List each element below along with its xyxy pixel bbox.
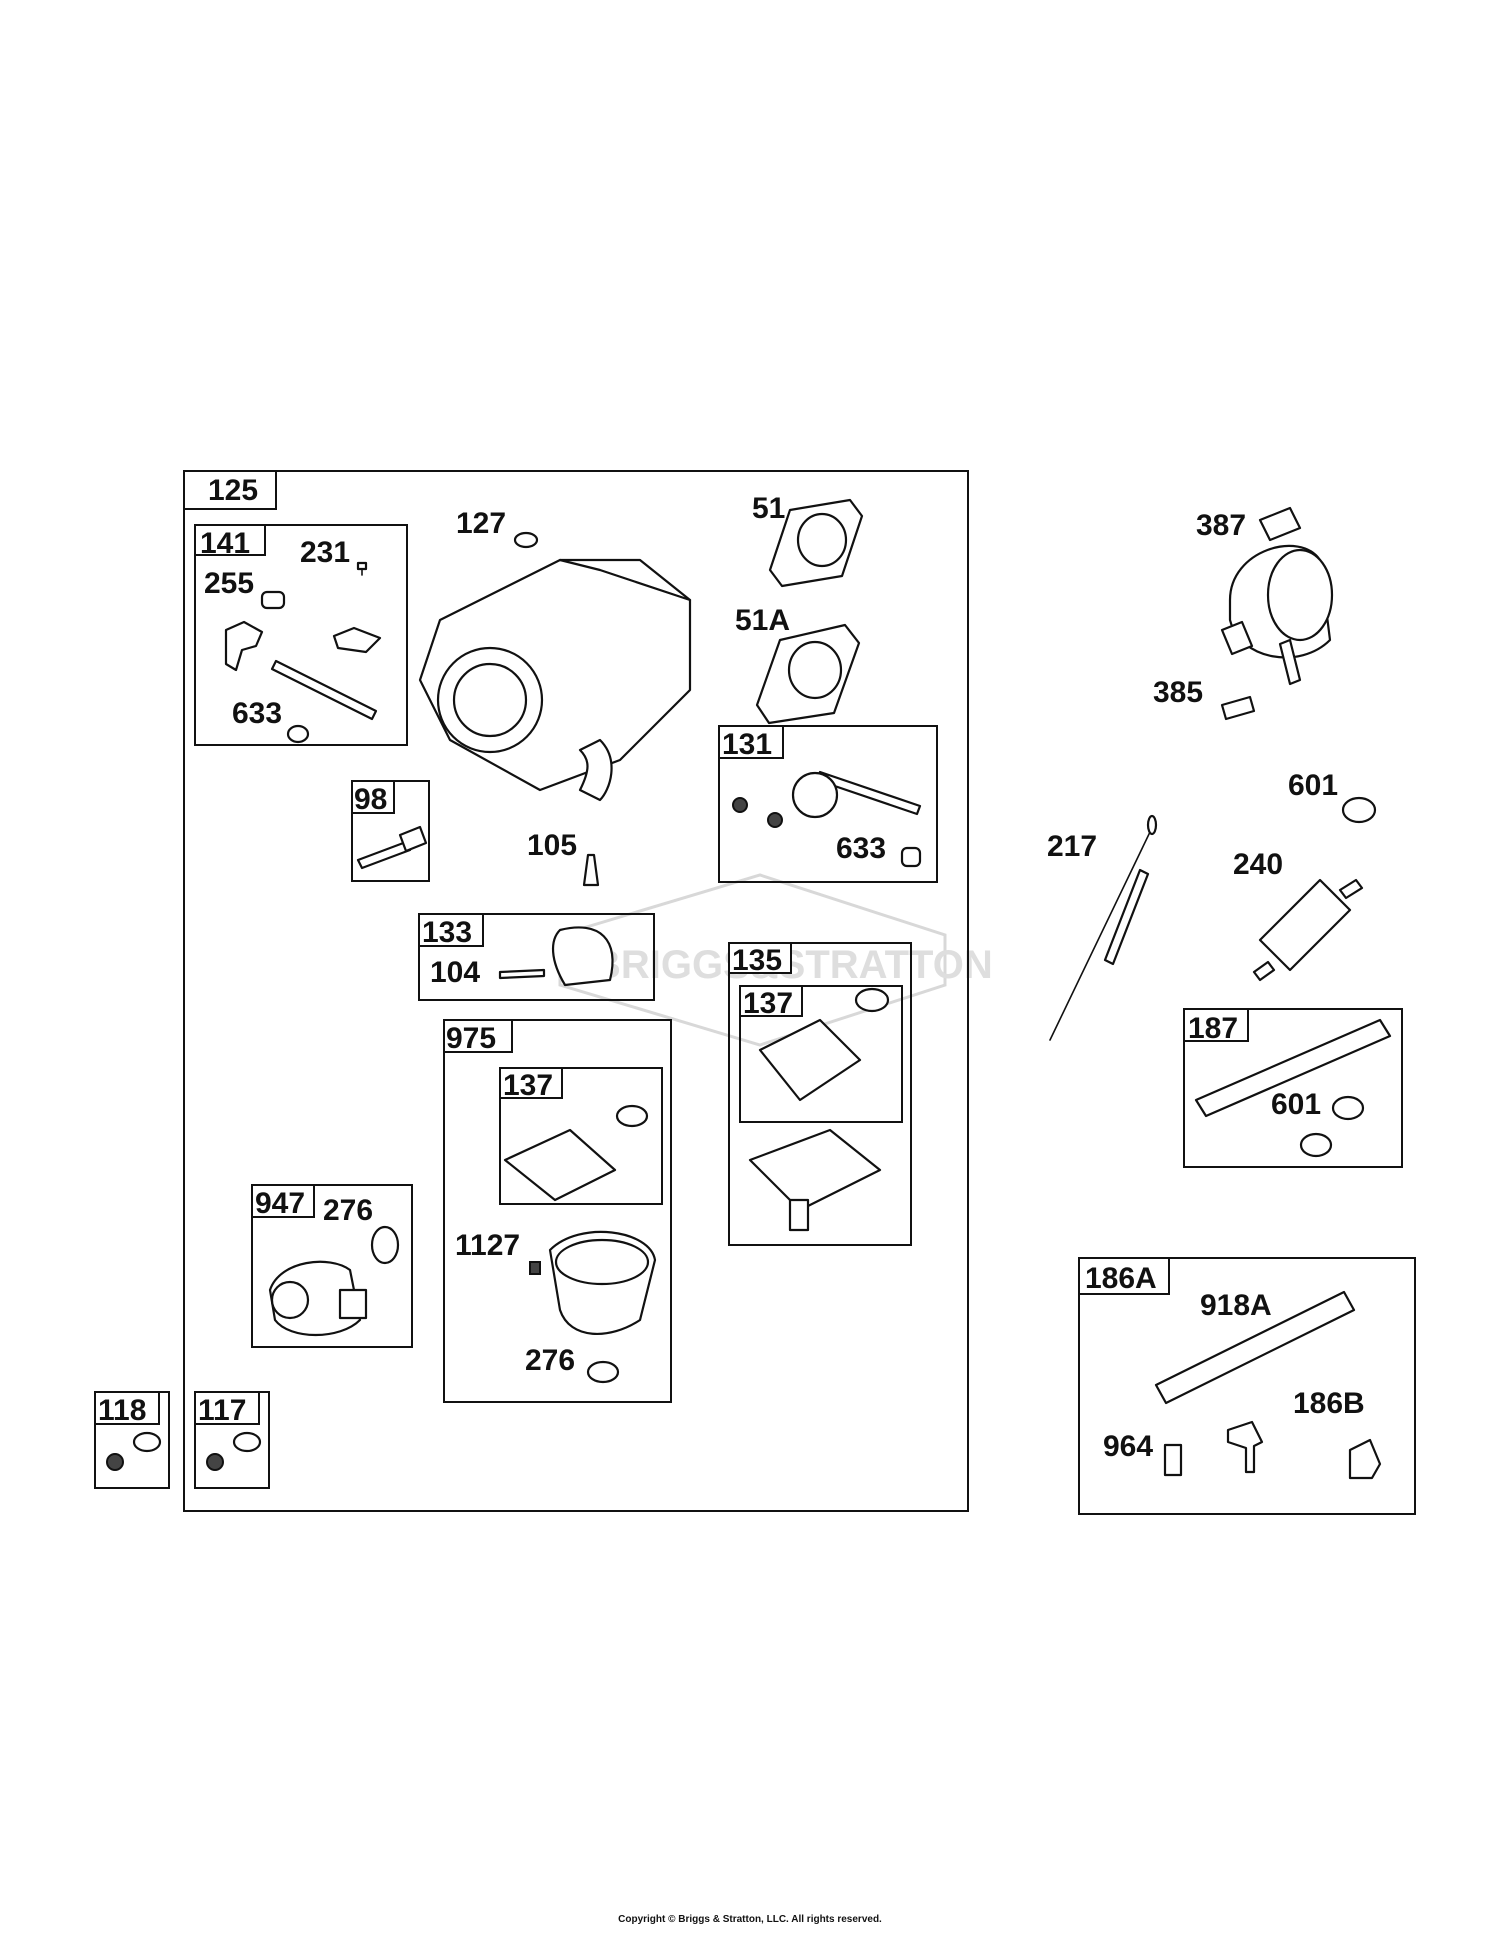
- spring-217: [1049, 814, 1158, 1041]
- tag-125-box: [183, 470, 277, 510]
- kit-947-parts: [268, 1225, 400, 1336]
- callout-141[interactable]: 141: [200, 527, 250, 560]
- callout-125[interactable]: 125: [208, 474, 258, 507]
- kit-947-frame: [251, 1184, 413, 1348]
- tag-131-box: [718, 725, 784, 759]
- watermark-logo: BRIGGS&STRATTON: [558, 873, 993, 1047]
- kit-975-parts: [503, 1104, 657, 1384]
- gaskets: [755, 498, 864, 725]
- tag-141-box: [194, 524, 266, 556]
- callout-127[interactable]: 127: [456, 507, 506, 540]
- callout-135[interactable]: 135: [732, 944, 782, 977]
- callout-187[interactable]: 187: [1188, 1012, 1238, 1045]
- callout-51[interactable]: 51: [752, 492, 785, 525]
- tag-98-box: [351, 780, 395, 814]
- callout-276-a[interactable]: 276: [323, 1194, 373, 1227]
- kit-187-frame: [1183, 1008, 1403, 1168]
- tag-133-box: [418, 913, 484, 947]
- kit-137-a-frame: [739, 985, 903, 1123]
- screw-385: [1220, 695, 1256, 721]
- kit-186A-frame: [1078, 1257, 1416, 1515]
- tag-186A-box: [1078, 1257, 1170, 1295]
- tag-947-box: [251, 1184, 315, 1218]
- clamp-601-a: [1341, 796, 1377, 824]
- callout-947[interactable]: 947: [255, 1187, 305, 1220]
- tag-975-box: [443, 1019, 513, 1053]
- callout-633-b[interactable]: 633: [836, 832, 886, 865]
- callout-98[interactable]: 98: [354, 783, 387, 816]
- callout-137-a[interactable]: 137: [743, 987, 793, 1020]
- kit-135-parts: [748, 987, 890, 1232]
- callout-117[interactable]: 117: [198, 1394, 246, 1427]
- callout-186B[interactable]: 186B: [1293, 1387, 1365, 1420]
- kit-186A-parts: [1154, 1290, 1382, 1480]
- callout-137-b[interactable]: 137: [503, 1069, 553, 1102]
- callout-255[interactable]: 255: [204, 567, 254, 600]
- tag-118-box: [94, 1391, 160, 1425]
- callout-186A[interactable]: 186A: [1085, 1262, 1157, 1295]
- needle-105: [582, 853, 600, 887]
- callout-964[interactable]: 964: [1103, 1430, 1153, 1463]
- carburetor-body: [418, 531, 692, 802]
- callout-240[interactable]: 240: [1233, 848, 1283, 881]
- kit-131-parts: [732, 770, 922, 868]
- fuel-pump-387: [1220, 506, 1334, 686]
- kit-975-frame: [443, 1019, 672, 1403]
- tag-187-box: [1183, 1008, 1249, 1042]
- tag-137-b-box: [499, 1067, 563, 1099]
- callout-217[interactable]: 217: [1047, 830, 1097, 863]
- callout-51A[interactable]: 51A: [735, 604, 790, 637]
- kit-133-parts: [498, 926, 614, 987]
- callout-385[interactable]: 385: [1153, 676, 1203, 709]
- callout-601-b[interactable]: 601: [1271, 1088, 1321, 1121]
- callout-633-a[interactable]: 633: [232, 697, 282, 730]
- callout-601-a[interactable]: 601: [1288, 769, 1338, 802]
- kit-117-parts: [206, 1431, 262, 1471]
- callout-133[interactable]: 133: [422, 916, 472, 949]
- callout-118[interactable]: 118: [98, 1394, 146, 1427]
- kit-131-frame: [718, 725, 938, 883]
- kit-118-parts: [106, 1431, 162, 1471]
- kit-135-frame: [728, 942, 912, 1246]
- callout-104[interactable]: 104: [430, 956, 480, 989]
- callout-231[interactable]: 231: [300, 536, 350, 569]
- callout-276-b[interactable]: 276: [525, 1344, 575, 1377]
- kit-187-parts: [1194, 1018, 1392, 1158]
- fuel-filter-240: [1252, 878, 1364, 982]
- kit-98-parts: [356, 825, 428, 870]
- kit-133-frame: [418, 913, 655, 1001]
- callout-387[interactable]: 387: [1196, 509, 1246, 542]
- tag-117-box: [194, 1391, 260, 1425]
- watermark-text: BRIGGS&STRATTON: [592, 943, 993, 987]
- callout-105[interactable]: 105: [527, 829, 577, 862]
- assembly-125-frame: [183, 470, 969, 1512]
- tag-137-a-box: [739, 985, 803, 1017]
- callout-131[interactable]: 131: [722, 728, 772, 761]
- callout-975[interactable]: 975: [446, 1022, 496, 1055]
- callout-918A[interactable]: 918A: [1200, 1289, 1272, 1322]
- kit-141-parts: [224, 561, 382, 744]
- tag-135-box: [728, 942, 792, 974]
- copyright-notice: Copyright © Briggs & Stratton, LLC. All …: [618, 1914, 882, 1925]
- kit-141-frame: [194, 524, 408, 746]
- callout-1127[interactable]: 1127: [455, 1229, 520, 1262]
- kit-137-b-frame: [499, 1067, 663, 1205]
